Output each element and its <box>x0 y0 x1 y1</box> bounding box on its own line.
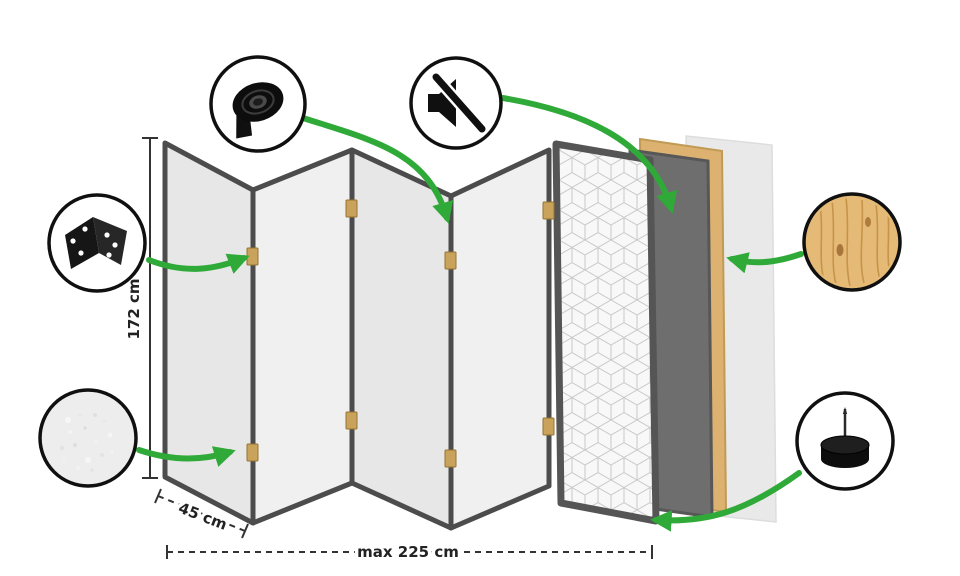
arrow-hinge <box>146 253 250 274</box>
wood-texture-icon <box>819 198 891 286</box>
fleece-callout <box>38 388 138 488</box>
tape-callout <box>209 55 307 153</box>
height-dimension-label: 172 cm <box>125 278 143 339</box>
dimension-tick <box>154 488 162 504</box>
arrow-felt <box>650 470 802 532</box>
wood-callout <box>802 192 902 292</box>
tape-roll-icon <box>232 82 284 139</box>
hinge-connector <box>444 251 457 270</box>
dimension-line <box>157 495 246 532</box>
hinge-connector <box>345 199 358 218</box>
callout-circle <box>38 388 138 488</box>
arrow-wood <box>726 251 804 274</box>
callout-circle <box>802 192 902 292</box>
accordion-panels <box>162 140 555 531</box>
hinge-connector <box>246 443 259 462</box>
muted-speaker-icon <box>428 73 487 133</box>
panel-1 <box>162 140 256 526</box>
hinge-connectors <box>246 199 555 468</box>
hinge-connector <box>542 417 555 436</box>
arrow-tape <box>300 115 454 224</box>
felt-pad-icon <box>820 407 870 468</box>
arrow-mute <box>500 95 678 214</box>
arrow-fleece <box>136 446 236 467</box>
hinge-connector <box>246 247 259 266</box>
patterned-panel <box>552 140 660 525</box>
hinge-connector <box>345 411 358 430</box>
dimension-height: 172 cm <box>125 137 158 479</box>
dimension-total-width: max 225 cm <box>166 540 653 565</box>
panel-4 <box>448 147 552 531</box>
mute-callout <box>409 56 503 150</box>
hinge-connector <box>444 449 457 468</box>
hinge-icon <box>65 217 127 269</box>
panel-3 <box>349 147 454 531</box>
panel-2 <box>250 147 355 526</box>
dimension-tick <box>241 523 249 539</box>
hinge-callout <box>47 193 147 293</box>
total-width-label: max 225 cm <box>357 543 459 561</box>
hinge-connector <box>542 201 555 220</box>
felt-pad-callout <box>795 391 895 491</box>
fleece-texture-icon <box>60 413 114 472</box>
patterned-panel-border <box>552 140 660 525</box>
callout-arrows <box>136 95 804 532</box>
